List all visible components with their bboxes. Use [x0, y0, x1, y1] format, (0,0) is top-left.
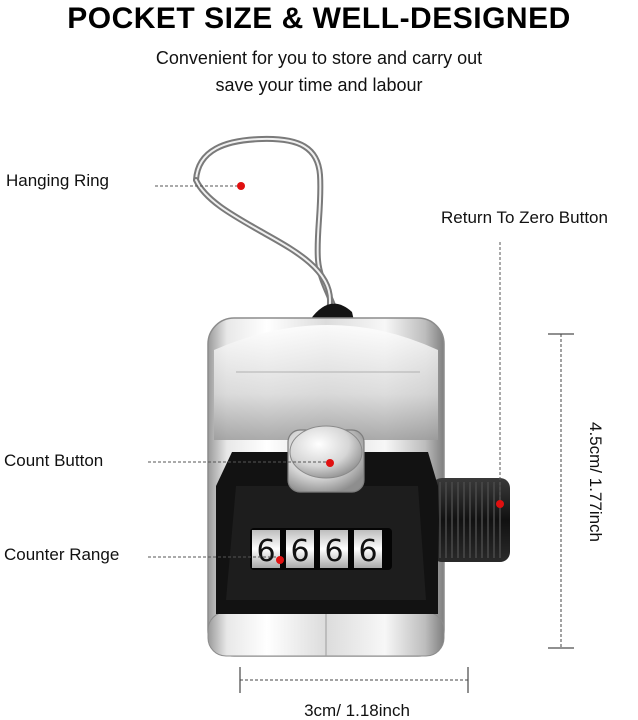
return-to-zero-marker [496, 500, 504, 508]
return-to-zero-label: Return To Zero Button [441, 208, 608, 227]
count-button-marker [326, 459, 334, 467]
page-title: POCKET SIZE & WELL-DESIGNED [67, 2, 571, 35]
callouts [148, 182, 504, 564]
digit-1: 6 [256, 534, 275, 569]
subtitle-line-2: save your time and labour [215, 75, 423, 95]
width-label: 3cm/ 1.18inch [304, 701, 410, 720]
digit-3: 6 [324, 534, 343, 569]
count-button-label: Count Button [4, 451, 104, 470]
digit-window: 6 6 6 6 [250, 528, 392, 570]
subtitle-line-1: Convenient for you to store and carry ou… [155, 48, 483, 68]
digit-4: 6 [358, 534, 377, 569]
count-button [287, 425, 365, 493]
counter-range-label: Counter Range [4, 545, 120, 564]
counter-range-marker [276, 556, 284, 564]
hanging-ring-label: Hanging Ring [6, 171, 110, 190]
digit-2: 6 [290, 534, 309, 569]
height-dimension: 4.5cm/ 1.77inch [548, 333, 605, 649]
hanging-ring-marker [237, 182, 245, 190]
width-dimension: 3cm/ 1.18inch [239, 667, 469, 720]
return-to-zero-knob [432, 478, 510, 562]
height-label: 4.5cm/ 1.77inch [586, 422, 605, 542]
